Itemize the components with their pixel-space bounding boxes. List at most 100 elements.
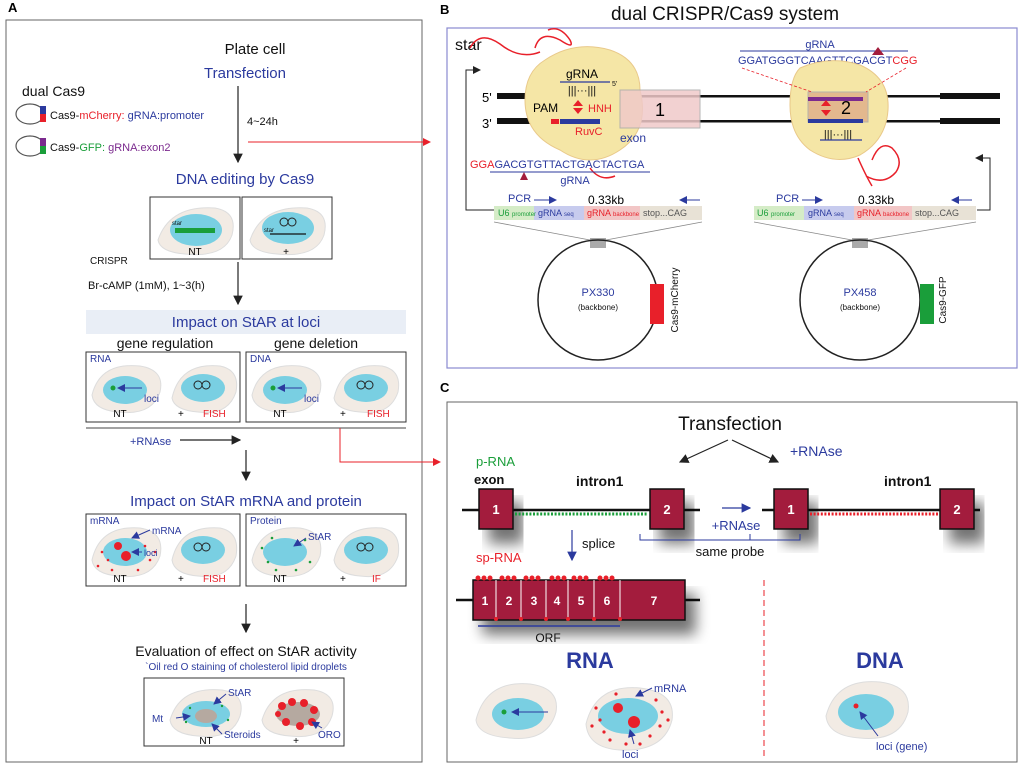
impact-loci-band (86, 310, 406, 334)
exon2-number: 2 (841, 98, 851, 118)
crispr-label: CRISPR (90, 256, 128, 267)
panel-a-letter: A (8, 0, 18, 15)
mrna-tag: mRNA (90, 516, 120, 527)
panel-c-letter: C (440, 380, 450, 395)
panel-c: C Transfection +RNAse p-RNA exon intron1… (440, 380, 1018, 763)
p2-fluor: GFP: (79, 142, 105, 154)
grna-left-label: gRNA (566, 67, 598, 81)
loci-gene-label: loci (gene) (876, 741, 927, 753)
pcr-right: PCR (776, 193, 799, 205)
strand-top (500, 95, 1000, 98)
impact-mrna-label: Impact on StAR mRNA and protein (130, 493, 362, 510)
dna-heading: DNA (856, 648, 904, 673)
pcr-left: PCR (508, 193, 531, 205)
protein-if-box: Protein StAR NT + IF (245, 513, 407, 587)
svg-text:Cas9-GFP: gRNA:exon2: Cas9-GFP: gRNA:exon2 (50, 142, 170, 154)
splice-label: splice (582, 536, 615, 551)
svg-text:stop...CAG: stop...CAG (915, 208, 959, 218)
svg-text:5: 5 (578, 594, 585, 608)
svg-text:gRNA backbone: gRNA backbone (857, 208, 910, 218)
oro-label: ORO (318, 730, 341, 741)
same-probe: same probe (696, 544, 765, 559)
loci-1: loci (144, 394, 159, 405)
grna-left-seq-label: gRNA (560, 175, 590, 187)
fish-2: FISH (367, 409, 390, 420)
seq-left-red: GGA (470, 159, 495, 171)
plasmid-gfp: Cas9-GFP: gRNA:exon2 (15, 135, 170, 157)
loci-3: loci (144, 548, 158, 558)
rnase-c-top: +RNAse (790, 443, 843, 459)
star-label-oro: StAR (228, 688, 251, 699)
svg-text:6: 6 (604, 594, 611, 608)
cassette-right: U6 promoter gRNA seq gRNA backbone stop.… (754, 206, 976, 220)
svg-text:4: 4 (554, 594, 561, 608)
sp-rna-dots (475, 575, 622, 621)
svg-text:|||···|||: |||···||| (824, 129, 852, 141)
plus-1: + (283, 247, 289, 258)
exon1-c-left: 1 (492, 502, 499, 517)
star-label-protein: StAR (308, 532, 331, 543)
dna-tag: DNA (250, 354, 271, 365)
fish-3: FISH (203, 574, 226, 585)
cassette-left: U6 promoter gRNA seq gRNA backbone stop.… (494, 206, 702, 220)
p1-cas: Cas9- (50, 110, 80, 122)
p1-grna: gRNA:promoter (125, 110, 205, 122)
plus-5: + (340, 574, 346, 585)
p1-fluor: mCherry: (79, 110, 124, 122)
svg-text:2: 2 (506, 594, 513, 608)
gene-regulation-label: gene regulation (117, 335, 214, 351)
impact-loci-label: Impact on StAR at loci (172, 314, 320, 331)
dna-cell: loci (gene) (825, 681, 927, 753)
mrna-c-label: mRNA (654, 683, 687, 695)
size-right: 0.33kb (858, 193, 894, 207)
rna-fish-box: RNA loci NT + FISH (85, 351, 241, 423)
svg-text:gRNA seq: gRNA seq (538, 208, 574, 218)
exon2-box (807, 91, 869, 123)
nt-3: NT (273, 409, 286, 420)
p2-cas: Cas9- (50, 142, 80, 154)
svg-text:gRNA backbone: gRNA backbone (587, 208, 640, 218)
svg-text:stop...CAG: stop...CAG (643, 208, 687, 218)
svg-text:1: 1 (482, 594, 489, 608)
transfection-c: Transfection (678, 414, 782, 435)
rna-tag: RNA (90, 354, 111, 365)
pam-label: PAM (533, 101, 558, 115)
nt-2: NT (113, 409, 126, 420)
plus-4: + (178, 574, 184, 585)
grna-right-label: gRNA (805, 39, 835, 51)
exon1-c-right: 1 (787, 502, 794, 517)
gene-deletion-label: gene deletion (274, 335, 358, 351)
steroids-label: Steroids (224, 730, 261, 741)
time-label: 4~24h (247, 116, 278, 128)
three-prime: 3' (482, 116, 492, 131)
rnase-label-a: +RNAse (130, 436, 171, 448)
fish-1: FISH (203, 409, 226, 420)
star-small-2: star (264, 228, 274, 234)
rna-cell-left (475, 683, 557, 739)
nt-5: NT (273, 574, 286, 585)
svg-text:U6 promoter: U6 promoter (498, 208, 536, 218)
dual-cas9-label: dual Cas9 (22, 83, 85, 99)
oil-red-label: `Oil red O staining of cholesterol lipid… (145, 661, 347, 673)
seq-left-blue: GACGTGTTACTGACTACTGA (494, 159, 645, 171)
plasmid-mcherry: Cas9-mCherry: gRNA:promoter (15, 103, 205, 125)
strand-bottom (500, 120, 1000, 123)
panel-b-title: dual CRISPR/Cas9 system (611, 4, 839, 25)
transfection-label: Transfection (204, 65, 286, 82)
dna-editing-label: DNA editing by Cas9 (176, 171, 314, 188)
intron1-right: intron1 (884, 473, 932, 489)
five-prime-small: 5' (612, 81, 617, 88)
svg-text:U6 promoter: U6 promoter (757, 208, 795, 218)
rna-cell-right: mRNA loci (585, 683, 687, 761)
brcamp-label: Br-cAMP (1mM), 1~3(h) (88, 280, 205, 292)
exon1-number: 1 (655, 100, 665, 120)
mt-label: Mt (152, 714, 163, 725)
editing-boxes: star star NT + (149, 196, 333, 260)
oro-box: StAR Mt Steroids NT ORO + (143, 677, 345, 747)
nt-4: NT (113, 574, 126, 585)
mrna-label: mRNA (152, 526, 182, 537)
rnase-c-mid: +RNAse (712, 518, 761, 533)
size-left: 0.33kb (588, 193, 624, 207)
svg-text:3: 3 (531, 594, 538, 608)
